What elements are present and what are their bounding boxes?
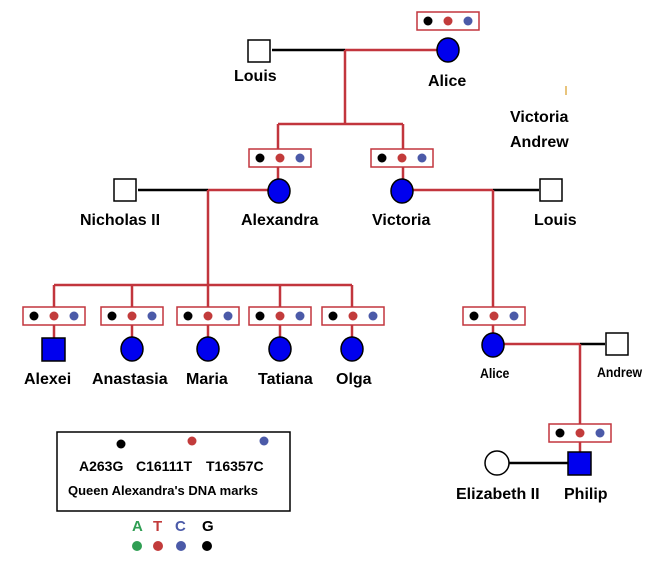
mark-a263g-dot — [555, 428, 565, 438]
alexandra-circle — [267, 178, 291, 204]
mark-a263g-dot — [183, 311, 193, 321]
label-alice-top: Alice — [428, 73, 466, 90]
legend-marker-1: A263G — [79, 458, 123, 474]
mark-t16357c-dot — [223, 311, 233, 321]
mark-a263g-dot — [255, 311, 265, 321]
mark-c16111t-dot — [127, 311, 137, 321]
mark-t16357c-dot — [147, 311, 157, 321]
dna-box-alice-lower — [462, 306, 526, 326]
dna-box-olga — [321, 306, 385, 326]
louis-top-square — [247, 39, 271, 63]
label-maria: Maria — [186, 371, 228, 388]
mark-t16357c-dot — [295, 153, 305, 163]
mark-c16111t-dot — [575, 428, 585, 438]
dna-mark-boxes — [22, 11, 612, 443]
dna-box-philip — [548, 423, 612, 443]
label-anastasia: Anastasia — [92, 371, 168, 388]
legend-dot-blue — [259, 436, 269, 446]
anastasia-circle — [120, 336, 144, 362]
louis-right-square — [539, 178, 563, 202]
mark-c16111t-dot — [489, 311, 499, 321]
mark-c16111t-dot — [203, 311, 213, 321]
label-andrew-lower: Andrew — [597, 364, 643, 380]
mark-c16111t-dot — [397, 153, 407, 163]
elizabeth-circle — [484, 450, 510, 476]
mark-a263g-dot — [377, 153, 387, 163]
dna-box-anastasia — [100, 306, 164, 326]
victoria-circle — [390, 178, 414, 204]
label-olga: Olga — [336, 371, 372, 388]
dna-box-maria — [176, 306, 240, 326]
people-symbols — [41, 37, 629, 476]
label-tatiana: Tatiana — [258, 371, 313, 388]
base-dot-a — [132, 541, 142, 551]
dna-box-alexandra — [248, 148, 312, 168]
base-key: A T C G — [132, 518, 214, 551]
nicholas-square — [113, 178, 137, 202]
mark-t16357c-dot — [595, 428, 605, 438]
mark-a263g-dot — [107, 311, 117, 321]
dna-box-tatiana — [248, 306, 312, 326]
philip-square — [567, 451, 592, 476]
mark-a263g-dot — [423, 16, 433, 26]
dna-box-alexei — [22, 306, 86, 326]
mark-t16357c-dot — [509, 311, 519, 321]
alice-lower-circle — [481, 332, 505, 358]
legend-marker-2: C16111T — [136, 458, 192, 474]
mark-a263g-dot — [29, 311, 39, 321]
alexei-square — [41, 337, 66, 362]
legend-marker-3: T16357C — [206, 458, 264, 474]
label-alexei: Alexei — [24, 371, 71, 388]
base-letter-g: G — [202, 518, 214, 535]
mark-a263g-dot — [328, 311, 338, 321]
base-letter-a: A — [132, 518, 143, 535]
mark-t16357c-dot — [295, 311, 305, 321]
mark-t16357c-dot — [368, 311, 378, 321]
mark-c16111t-dot — [275, 153, 285, 163]
andrew-lower-square — [605, 332, 629, 356]
base-dot-c — [176, 541, 186, 551]
mark-t16357c-dot — [417, 153, 427, 163]
legend-dot-black — [116, 439, 126, 449]
label-alexandra: Alexandra — [241, 212, 318, 229]
alice-top-circle — [436, 37, 460, 63]
legend-box: A263G C16111T T16357C Queen Alexandra's … — [56, 431, 291, 512]
legend-frame — [56, 431, 291, 512]
base-letter-c: C — [175, 518, 186, 535]
mark-a263g-dot — [255, 153, 265, 163]
mark-c16111t-dot — [49, 311, 59, 321]
mark-c16111t-dot — [275, 311, 285, 321]
label-elizabeth: Elizabeth II — [456, 486, 540, 503]
olga-circle — [340, 336, 364, 362]
legend-caption: Queen Alexandra's DNA marks — [68, 483, 258, 498]
maria-circle — [196, 336, 220, 362]
base-dot-g — [202, 541, 212, 551]
mark-a263g-dot — [469, 311, 479, 321]
label-victoria: Victoria — [372, 212, 431, 229]
base-letter-t: T — [153, 518, 162, 535]
name-labels: Louis Alice Victoria Andrew Nicholas II … — [24, 68, 643, 503]
legend-dot-red — [187, 436, 197, 446]
label-louis-right: Louis — [534, 212, 577, 229]
label-victoria-andrew-2: Andrew — [510, 134, 569, 151]
mark-t16357c-dot — [69, 311, 79, 321]
dna-box-alice-top — [416, 11, 480, 31]
base-dot-t — [153, 541, 163, 551]
mark-c16111t-dot — [443, 16, 453, 26]
label-nicholas: Nicholas II — [80, 212, 160, 229]
mark-c16111t-dot — [348, 311, 358, 321]
tatiana-circle — [268, 336, 292, 362]
dna-box-victoria — [370, 148, 434, 168]
mark-t16357c-dot — [463, 16, 473, 26]
label-victoria-andrew-1: Victoria — [510, 109, 569, 126]
label-philip: Philip — [564, 486, 608, 503]
label-alice-lower: Alice — [480, 365, 509, 381]
label-louis-top: Louis — [234, 68, 277, 85]
